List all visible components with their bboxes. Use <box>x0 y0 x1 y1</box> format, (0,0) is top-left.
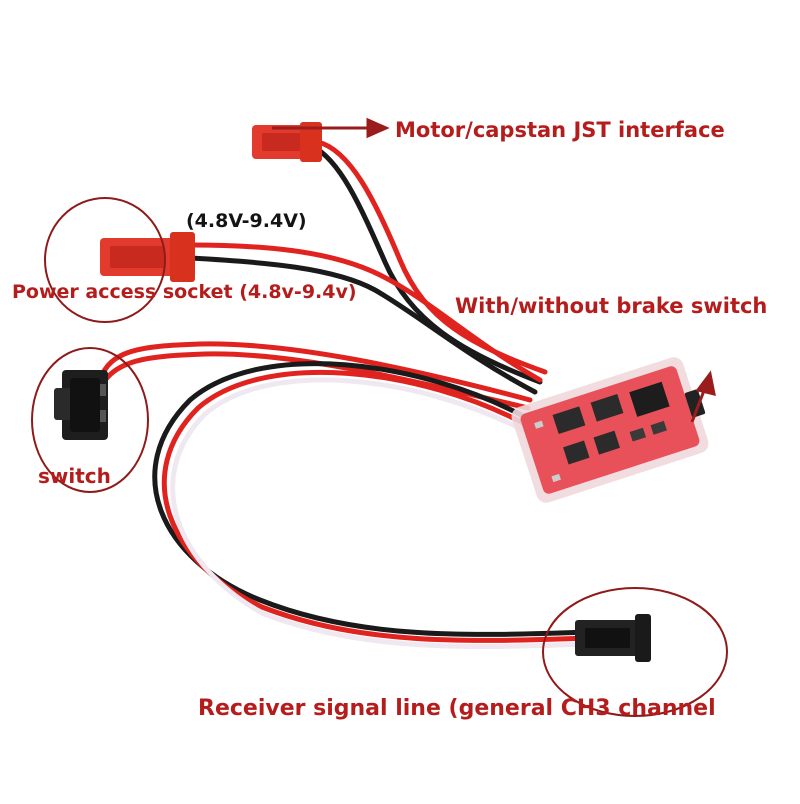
motor-jst-connector <box>252 122 322 162</box>
esc-pcb <box>511 357 709 503</box>
motor-arrow-head <box>366 117 390 139</box>
motor-wire-black <box>309 143 543 385</box>
power-jst-connector <box>100 232 195 282</box>
receiver-circle <box>542 587 728 717</box>
receiver-signal-label: Receiver signal line (general CH3 channe… <box>198 696 716 721</box>
switch-wire-1 <box>97 341 533 403</box>
power-socket-circle <box>44 197 166 323</box>
power-wire-black <box>187 255 538 395</box>
motor-wire-red <box>315 139 548 375</box>
slide-switch <box>54 370 108 440</box>
voltage-range-label: (4.8V-9.4V) <box>186 210 307 232</box>
power-wire-red <box>187 242 543 383</box>
brake-switch-label: With/without brake switch <box>455 294 768 318</box>
power-socket-label: Power access socket (4.8v-9.4v) <box>12 281 357 303</box>
wires <box>97 139 593 649</box>
signal-wire-black <box>152 361 593 637</box>
switch-label: switch <box>38 464 111 488</box>
brake-arrow-head <box>695 370 716 397</box>
signal-wire-white <box>170 377 593 649</box>
annotation-arrows <box>272 117 716 423</box>
annotation-circles <box>31 197 728 717</box>
motor-interface-label: Motor/capstan JST interface <box>395 118 725 142</box>
signal-wire-red <box>161 369 593 643</box>
servo-connector <box>575 614 651 662</box>
brake-arrow-line <box>690 387 707 423</box>
switch-circle <box>31 347 149 493</box>
